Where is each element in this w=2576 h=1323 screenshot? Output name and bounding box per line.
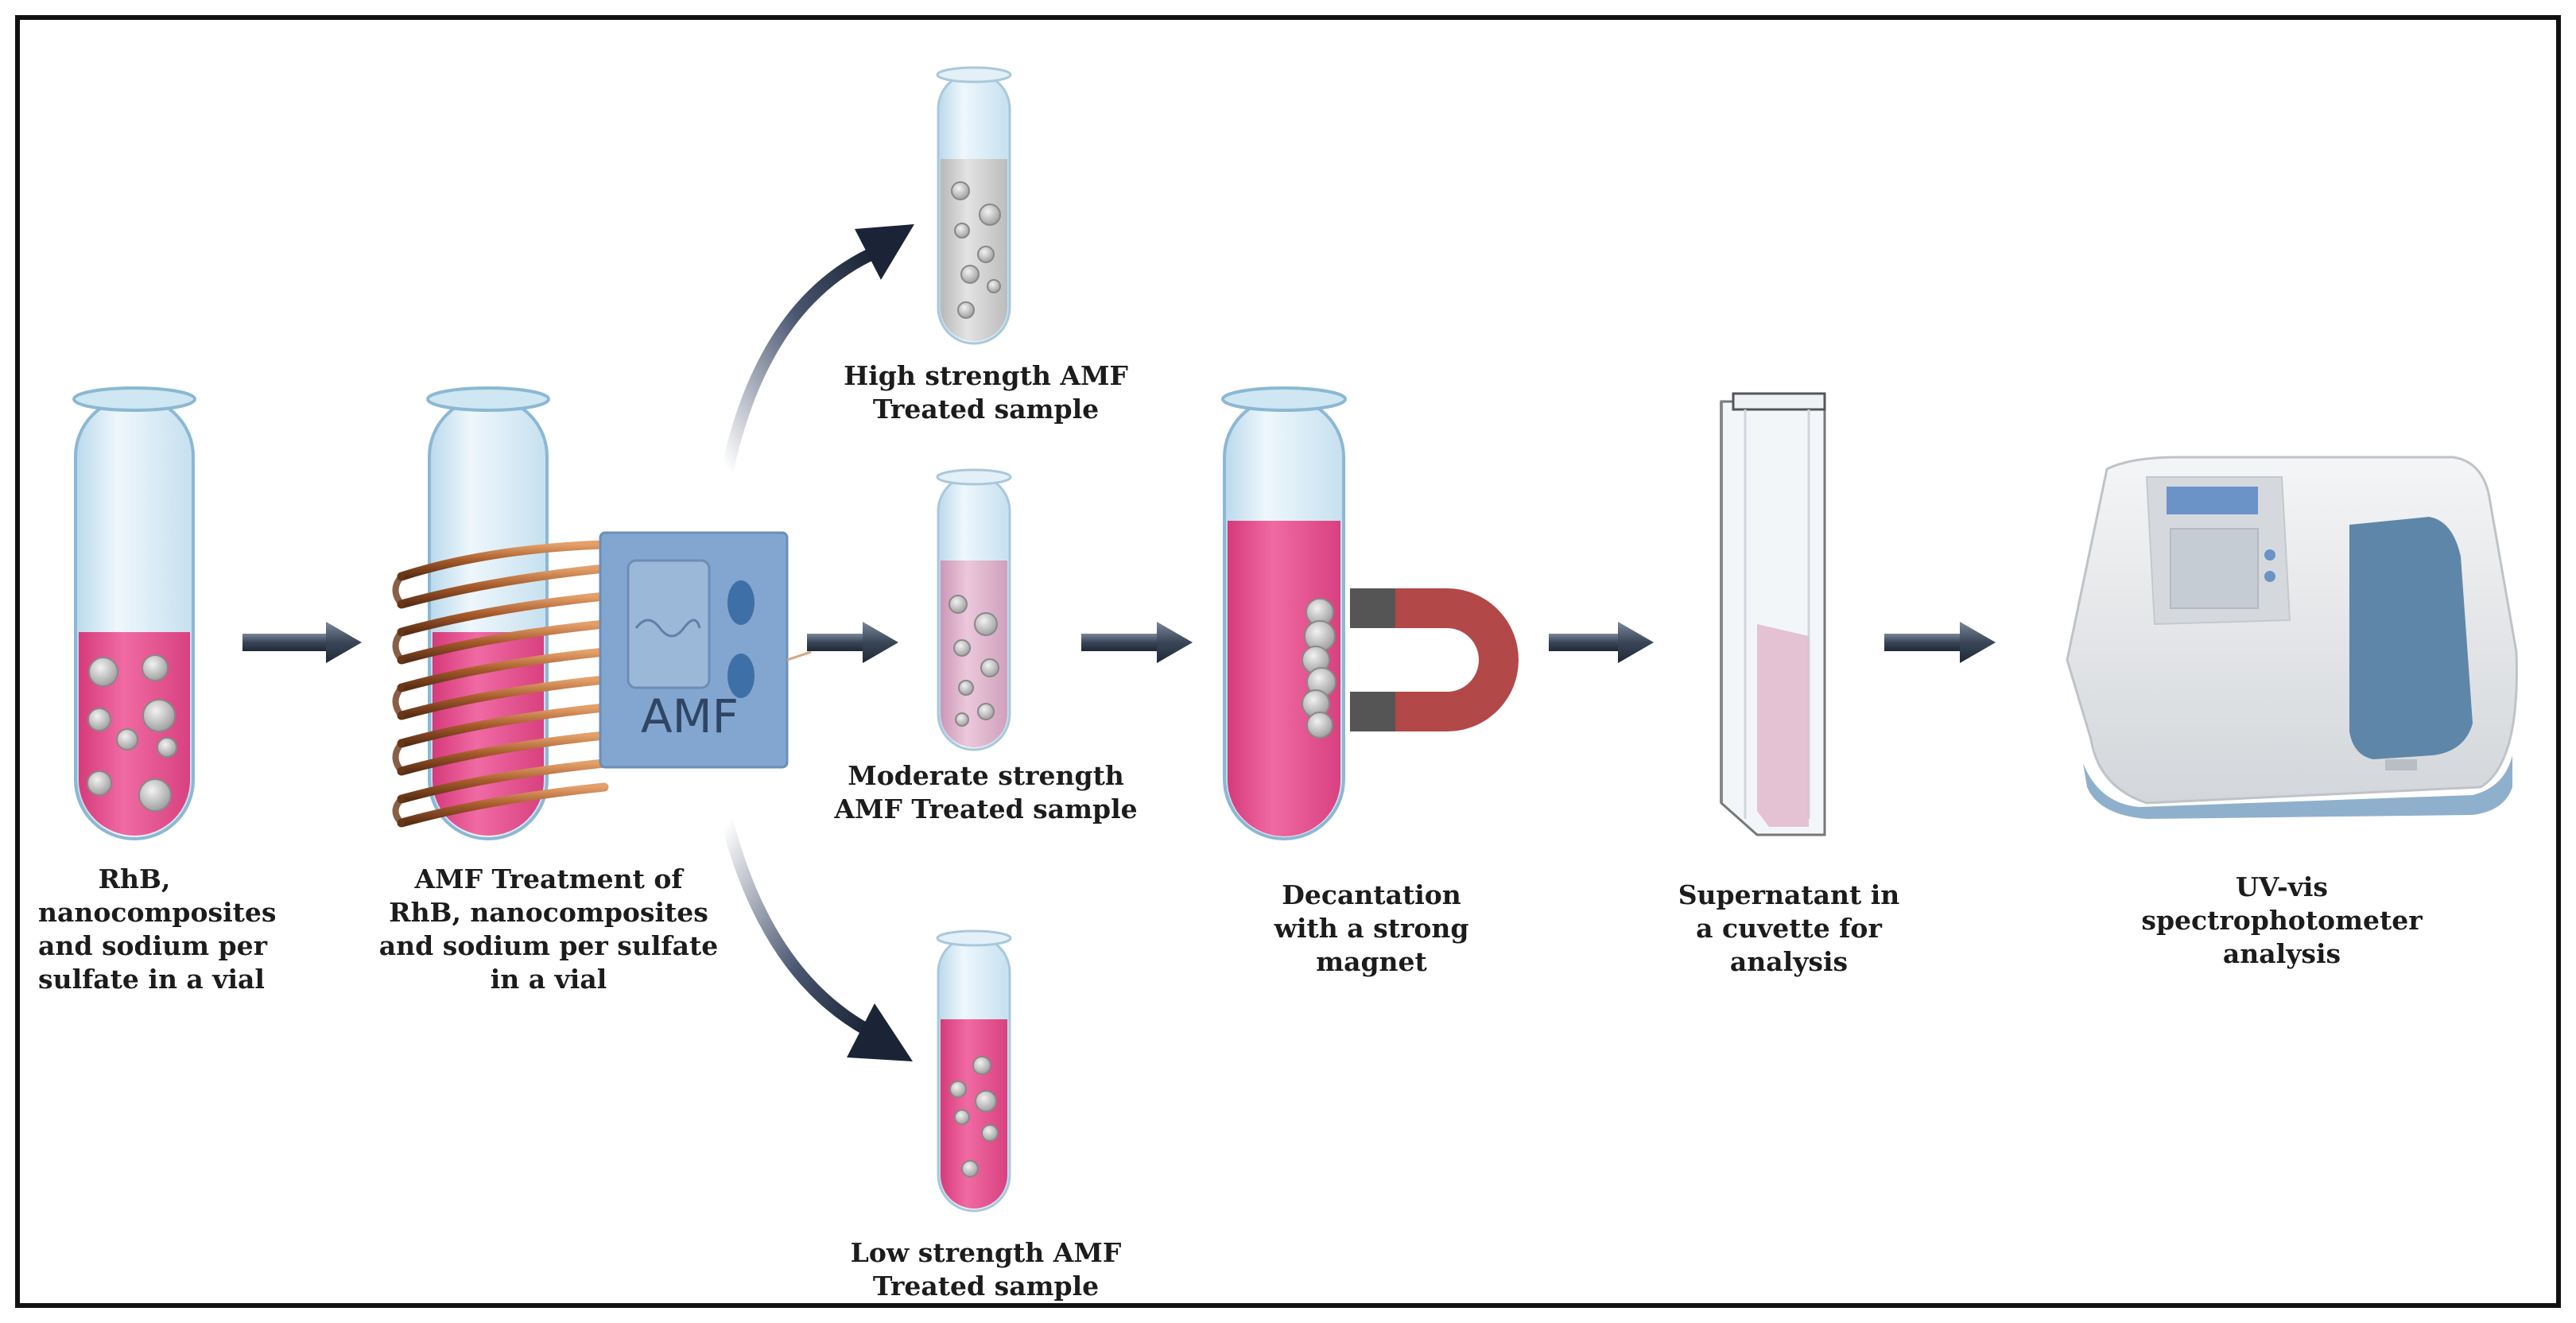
label-uvvis-line-3: analysis: [2222, 938, 2341, 969]
horseshoe-magnet: [1350, 588, 1519, 731]
low-strength-tube: [936, 929, 1012, 1212]
cuvette: [1720, 392, 1826, 836]
label-decantation-line-3: magnet: [1316, 946, 1427, 977]
label-treatment-line-2: RhB, nanocomposites: [389, 897, 708, 928]
arrow-1: [242, 622, 362, 663]
label-decantation-line-2: with a strong: [1274, 913, 1469, 944]
arrow-4: [1549, 622, 1654, 663]
device-cable: [786, 650, 812, 662]
label-high-line-1: High strength AMF: [844, 360, 1128, 391]
label-uvvis: UV-vis spectrophotometer analysis: [2131, 871, 2433, 971]
label-decantation: Decantation with a strong magnet: [1240, 879, 1503, 979]
label-moderate-line-2: AMF Treated sample: [834, 793, 1138, 824]
curved-arrow-down: [721, 817, 913, 1061]
label-vial-line-1: RhB,: [98, 863, 171, 894]
label-vial: RhB, nanocomposites and sodium per sulfa…: [38, 863, 277, 996]
label-uvvis-line-2: spectrophotometer: [2141, 905, 2423, 936]
coil-winding-back: [392, 573, 405, 826]
label-treatment-line-3: and sodium per sulfate: [378, 930, 719, 961]
label-supernatant-line-2: a cuvette for: [1696, 913, 1882, 944]
arrow-5: [1884, 622, 1996, 663]
label-supernatant-line-3: analysis: [1729, 946, 1849, 977]
coil-winding: [397, 540, 609, 828]
label-amf-device: AMF: [640, 689, 739, 743]
label-moderate-line-1: Moderate strength: [848, 760, 1124, 791]
label-high-strength: High strength AMF Treated sample: [827, 359, 1145, 426]
label-supernatant: Supernatant in a cuvette for analysis: [1654, 879, 1924, 979]
label-uvvis-line-1: UV-vis: [2236, 871, 2328, 902]
nanoparticles: [87, 654, 177, 812]
label-low-strength: Low strength AMF Treated sample: [827, 1236, 1145, 1303]
moderate-strength-tube: [936, 468, 1012, 751]
decantation-tube: [1221, 386, 1347, 840]
high-strength-tube: [936, 66, 1012, 345]
vial-test-tube: [72, 386, 196, 840]
label-vial-line-4: sulfate in a vial: [38, 964, 265, 995]
arrow-2: [807, 622, 898, 663]
label-low-line-2: Treated sample: [872, 1271, 1100, 1302]
label-treatment-line-4: in a vial: [490, 964, 607, 995]
amf-generator-device: [599, 531, 789, 769]
label-low-line-1: Low strength AMF: [850, 1237, 1122, 1268]
label-treatment: AMF Treatment of RhB, nanocomposites and…: [374, 863, 724, 996]
uv-vis-spectrophotometer: [2066, 456, 2518, 819]
label-vial-line-2: nanocomposites: [38, 897, 277, 928]
outer-border: [15, 15, 2561, 1308]
curved-arrow-up: [721, 224, 914, 475]
label-high-line-2: Treated sample: [872, 394, 1100, 425]
label-moderate-strength: Moderate strength AMF Treated sample: [811, 759, 1161, 826]
arrow-3: [1081, 622, 1193, 663]
label-supernatant-line-1: Supernatant in: [1678, 879, 1900, 910]
label-treatment-line-1: AMF Treatment of: [414, 863, 683, 894]
label-vial-line-3: and sodium per: [38, 930, 267, 961]
label-decantation-line-1: Decantation: [1282, 879, 1461, 910]
